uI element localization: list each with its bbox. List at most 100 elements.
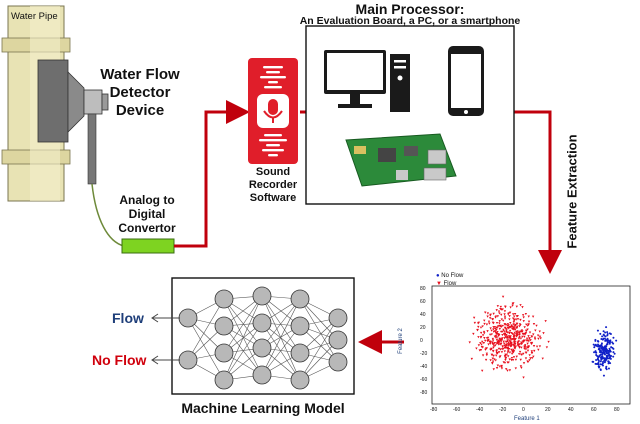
noflow-point xyxy=(524,331,528,335)
noflow-point xyxy=(485,323,489,326)
noflow-point xyxy=(504,353,507,356)
network-edge xyxy=(261,325,301,376)
network-node xyxy=(214,316,234,336)
noflow-point xyxy=(522,339,526,342)
detector-label-line3: Device xyxy=(115,102,165,119)
flow-point xyxy=(593,346,596,349)
noflow-point xyxy=(513,318,516,321)
flow-point xyxy=(599,368,602,371)
noflow-point xyxy=(507,343,511,347)
noflow-point xyxy=(516,325,519,328)
flow-point xyxy=(596,355,599,358)
noflow-point xyxy=(533,336,537,339)
noflow-point xyxy=(529,339,532,342)
noflow-point xyxy=(538,330,541,333)
noflow-point xyxy=(494,354,498,357)
noflow-point xyxy=(512,333,516,336)
noflow-point xyxy=(504,326,507,329)
flow-point xyxy=(598,350,601,353)
noflow-point xyxy=(524,348,528,351)
flow-point xyxy=(605,368,608,371)
network-node xyxy=(214,343,234,363)
scatter-xtick: 60 xyxy=(591,407,597,413)
flow-point xyxy=(609,357,612,360)
flow-point xyxy=(606,356,609,359)
noflow-point xyxy=(522,320,525,323)
flow-point xyxy=(608,342,611,345)
flow-point xyxy=(597,361,600,364)
noflow-point xyxy=(506,339,509,342)
noflow-point xyxy=(532,323,536,326)
detector-label-line2: Detector xyxy=(109,84,171,101)
noflow-point xyxy=(490,353,493,356)
noflow-point xyxy=(487,320,491,323)
flow-point xyxy=(595,359,598,362)
flow-point xyxy=(596,329,599,332)
noflow-point xyxy=(520,329,524,332)
noflow-point xyxy=(495,332,498,335)
noflow-point xyxy=(505,340,509,343)
noflow-point xyxy=(532,345,536,348)
noflow-point xyxy=(504,328,508,331)
noflow-point xyxy=(509,306,512,309)
noflow-point xyxy=(489,359,492,362)
noflow-point xyxy=(530,341,534,345)
noflow-point xyxy=(537,337,540,340)
noflow-point xyxy=(523,335,526,338)
noflow-point xyxy=(519,358,522,361)
flow-output-label: Flow xyxy=(112,310,144,326)
noflow-point xyxy=(515,326,518,329)
noflow-point xyxy=(503,310,507,313)
noflow-point xyxy=(512,343,515,346)
network-node xyxy=(178,350,198,370)
noflow-point xyxy=(477,325,480,329)
noflow-point xyxy=(528,359,531,362)
noflow-point xyxy=(547,340,550,344)
noflow-point xyxy=(512,328,515,331)
sound-recorder-icon xyxy=(248,58,298,164)
noflow-point xyxy=(522,362,526,365)
noflow-point xyxy=(503,330,506,333)
noflow-point xyxy=(530,357,534,360)
noflow-point xyxy=(514,318,518,321)
desktop-monitor-icon xyxy=(324,50,386,108)
flow-point xyxy=(602,360,605,363)
noflow-point xyxy=(498,320,501,323)
flow-point xyxy=(597,343,600,346)
noflow-point xyxy=(515,355,518,358)
noflow-point xyxy=(502,347,505,350)
noflow-point xyxy=(473,321,477,325)
noflow-point xyxy=(484,358,488,362)
noflow-point xyxy=(506,355,510,358)
tsne-scatter-plot xyxy=(431,285,631,405)
noflow-point xyxy=(506,337,510,340)
network-edge xyxy=(261,298,301,376)
noflow-point xyxy=(525,329,528,332)
noflow-point xyxy=(497,310,501,313)
noflow-point xyxy=(501,308,504,311)
noflow-point xyxy=(501,295,505,298)
noflow-point xyxy=(515,333,518,336)
noflow-point xyxy=(468,341,471,344)
noflow-point xyxy=(497,347,501,350)
noflow-point xyxy=(494,359,497,362)
noflow-point xyxy=(508,369,512,372)
noflow-point xyxy=(486,340,489,343)
noflow-point xyxy=(508,358,511,361)
flow-point xyxy=(599,332,602,335)
noflow-point xyxy=(506,351,510,354)
noflow-point xyxy=(500,351,504,354)
flow-point xyxy=(599,360,602,363)
noflow-point xyxy=(485,354,489,357)
scatter-xtick: -40 xyxy=(476,407,484,413)
noflow-point xyxy=(512,326,515,329)
noflow-point xyxy=(489,313,492,316)
flow-point xyxy=(612,347,615,350)
flow-point xyxy=(609,356,612,359)
noflow-point xyxy=(507,327,510,330)
noflow-point xyxy=(512,319,516,322)
noflow-point xyxy=(483,337,486,340)
noflow-point xyxy=(503,334,507,337)
noflow-point xyxy=(526,342,529,345)
noflow-point xyxy=(523,345,526,348)
